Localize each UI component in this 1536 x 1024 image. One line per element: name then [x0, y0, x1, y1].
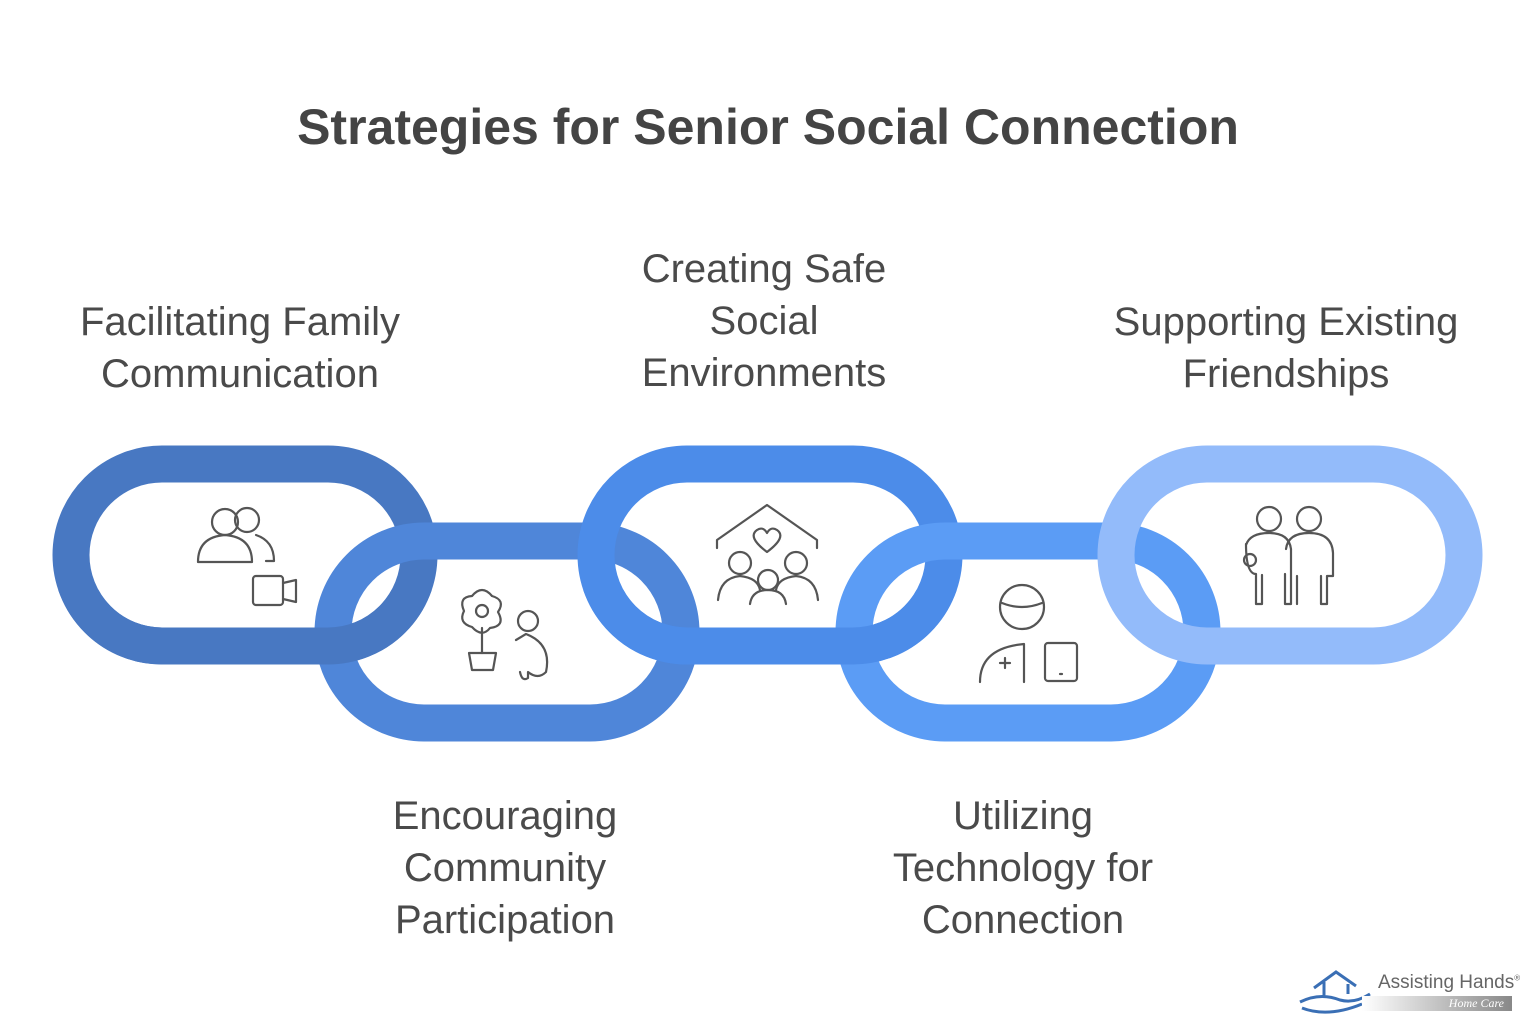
people-video-icon [196, 506, 298, 607]
chain-link-overlap [58, 590, 432, 665]
logo-name: Assisting Hands [1378, 972, 1515, 993]
logo-sub: Home Care [1362, 996, 1512, 1011]
logo-registered-mark: ® [1514, 973, 1521, 983]
flower-gardener-icon [461, 588, 549, 681]
person-tablet-icon [978, 583, 1079, 684]
chain-link [1097, 445, 1483, 665]
label-community-participation: Encouraging Community Participation [392, 794, 618, 942]
assisting-hands-logo: Assisting Hands® Home Care [1296, 964, 1526, 1016]
hand-house-icon [1299, 970, 1371, 1014]
chain-link-overlap [583, 590, 957, 665]
friends-icon [1242, 505, 1335, 606]
page-title: Strategies for Senior Social Connection [297, 99, 1239, 155]
label-family-communication: Facilitating Family Communication [79, 300, 401, 396]
label-technology: Utilizing Technology for Connection [892, 794, 1154, 942]
home-community-icon [715, 503, 820, 606]
label-safe-environments: Creating Safe Social Environments [641, 247, 887, 395]
label-friendships: Supporting Existing Friendships [1113, 300, 1459, 396]
